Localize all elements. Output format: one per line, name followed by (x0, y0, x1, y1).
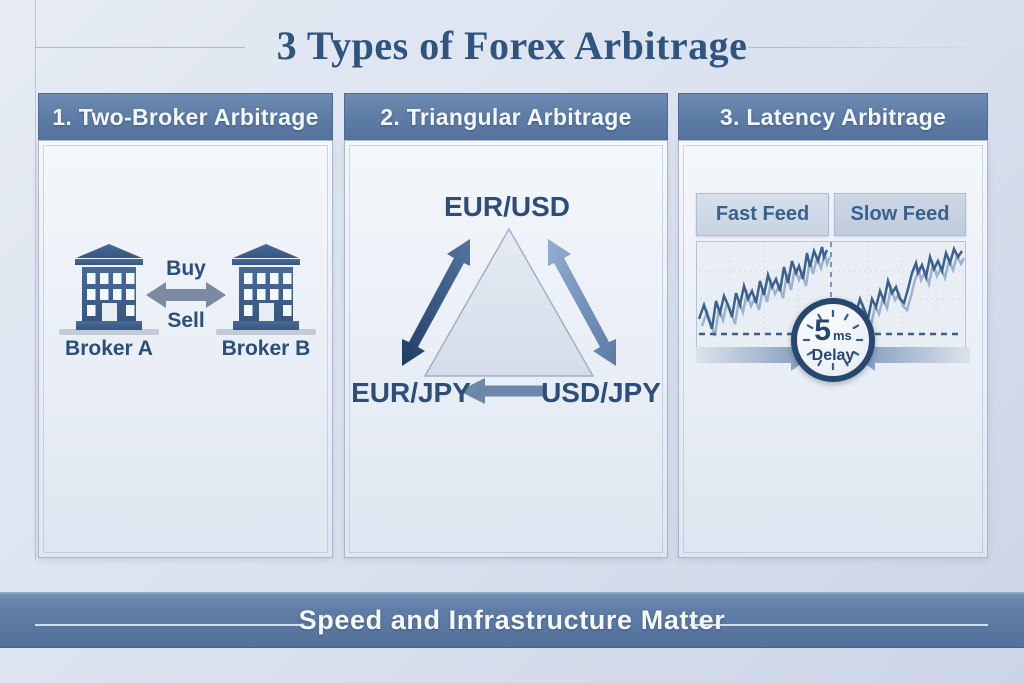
pair-eurusd-label: EUR/USD (443, 191, 570, 222)
broker-b-label: Broker B (221, 337, 311, 360)
double-arrow-icon (146, 282, 226, 308)
panel-header-label: 1. Two-Broker Arbitrage (52, 103, 319, 130)
frame-left-line (35, 0, 36, 560)
triangle-shape (402, 227, 616, 404)
delay-word: Delay (811, 347, 855, 364)
cycle-arrow-right (548, 239, 616, 366)
ground-line-b (216, 329, 316, 335)
fast-feed-line-shadow (700, 253, 832, 337)
panel-body-triangular: EUR/USD (344, 140, 668, 558)
pair-eurjpy-label: EUR/JPY (351, 377, 471, 408)
broker-a-label: Broker A (65, 337, 153, 360)
ribbon-left (696, 339, 813, 371)
cycle-arrow-left (402, 239, 470, 366)
footer-banner: Speed and Infrastructure Matter (0, 592, 1024, 648)
footer-banner-text: Speed and Infrastructure Matter (298, 605, 726, 635)
building-icon (75, 244, 143, 330)
fast-feed-box: Fast Feed (696, 193, 829, 236)
panel-triangular: 2. Triangular Arbitrage EUR/USD (344, 93, 668, 558)
panel-body-two-broker: Buy Sell Broker A Broker B (38, 140, 333, 558)
delay-unit: ms (832, 328, 852, 343)
buy-label: Buy (166, 257, 206, 280)
ribbon-right (853, 339, 970, 371)
panel-header-triangular: 2. Triangular Arbitrage (344, 93, 668, 140)
banner-rule-left (35, 624, 303, 626)
fast-feed-line (697, 246, 829, 330)
clock-ticks (802, 309, 864, 371)
slow-feed-label: Slow Feed (850, 203, 950, 225)
banner-rule-right (690, 624, 988, 626)
conversion-arrow-icon (459, 378, 545, 404)
panel-body-latency: Fast Feed Slow Feed (678, 140, 988, 558)
delay-value: 5 (814, 314, 831, 347)
panel-header-two-broker: 1. Two-Broker Arbitrage (38, 93, 333, 140)
panel-latency: 3. Latency Arbitrage Fast Feed Slow Feed (678, 93, 988, 558)
panel-header-label: 3. Latency Arbitrage (719, 103, 947, 130)
panel-two-broker: 1. Two-Broker Arbitrage (38, 93, 333, 558)
fast-feed-label: Fast Feed (715, 203, 810, 225)
ground-line-a (59, 329, 159, 335)
page-title: 3 Types of Forex Arbitrage (276, 23, 748, 68)
building-icon (232, 244, 300, 330)
title-rule-left (35, 47, 245, 48)
panel-header-label: 2. Triangular Arbitrage (380, 103, 632, 130)
title-rule-right (748, 47, 990, 48)
delay-ribbons (696, 339, 970, 371)
panel-header-latency: 3. Latency Arbitrage (678, 93, 988, 140)
slow-feed-box: Slow Feed (834, 193, 966, 236)
pair-usdjpy-label: USD/JPY (541, 377, 661, 408)
clock-delay-icon: 5 ms Delay (791, 298, 875, 382)
delay-readout: 5 ms Delay (797, 304, 869, 376)
sell-label: Sell (167, 309, 205, 332)
